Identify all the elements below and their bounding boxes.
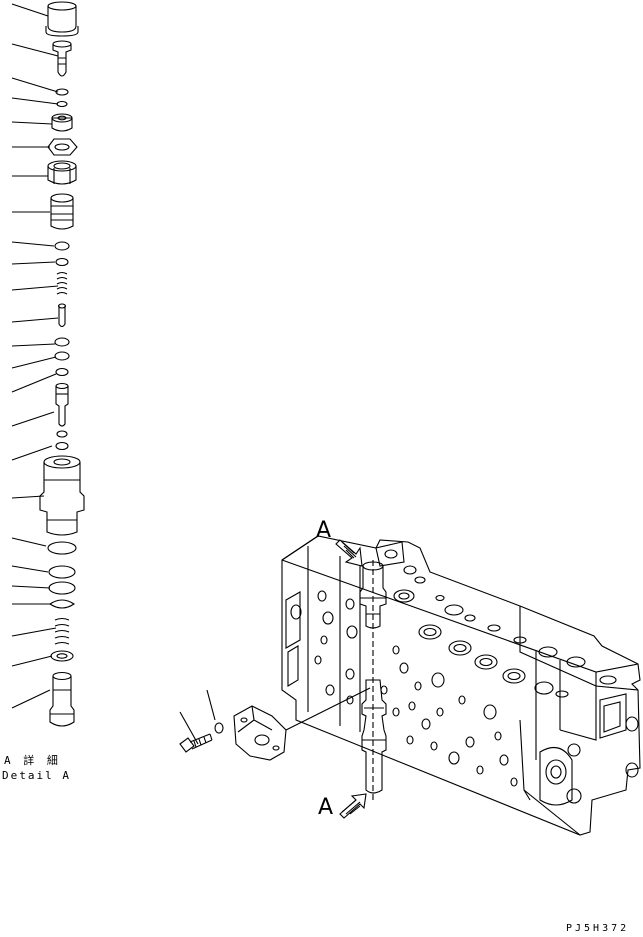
o-ring: [48, 565, 76, 579]
view-arrow-top: [335, 539, 363, 567]
top-ports: [393, 576, 617, 698]
washer: [50, 650, 74, 662]
o-ring: [56, 430, 68, 438]
adjusting-screw: [50, 193, 74, 230]
cover-block: [233, 705, 287, 761]
hex-washer: [47, 138, 78, 156]
view-marker-top: A: [316, 518, 332, 543]
spring: [56, 271, 68, 295]
drawing-number: PJ5H372: [566, 923, 630, 934]
o-ring: [54, 241, 70, 251]
o-ring: [54, 351, 70, 361]
view-arrow-bottom: [339, 793, 367, 819]
o-ring: [54, 337, 70, 347]
view-marker-bottom: A: [318, 795, 334, 820]
o-ring: [55, 367, 69, 377]
o-ring: [48, 581, 76, 595]
washer: [214, 722, 224, 734]
nut: [51, 113, 73, 132]
detail-caption-jp: A 詳 細: [4, 754, 61, 767]
valve-plug: [49, 671, 75, 727]
poppet: [52, 40, 72, 77]
parts-stack: [39, 1, 85, 727]
locknut: [47, 160, 77, 185]
detail-caption-en: Detail A: [2, 769, 71, 782]
cover-assembly: [179, 687, 371, 761]
piston: [55, 382, 69, 427]
leader-lines: [11, 3, 59, 709]
o-ring: [55, 441, 69, 451]
pin: [57, 303, 67, 328]
spring: [54, 617, 70, 645]
side-ports: [314, 590, 518, 787]
bolt: [179, 733, 213, 753]
valve-cartridge-lower: [361, 679, 387, 794]
o-ring: [56, 100, 68, 108]
snap-ring: [49, 599, 75, 609]
sleeve-body: [39, 455, 85, 536]
valve-block: [281, 535, 641, 836]
plug-cap: [45, 1, 79, 37]
o-ring: [47, 541, 77, 555]
o-ring: [55, 88, 69, 96]
o-ring: [55, 257, 69, 267]
